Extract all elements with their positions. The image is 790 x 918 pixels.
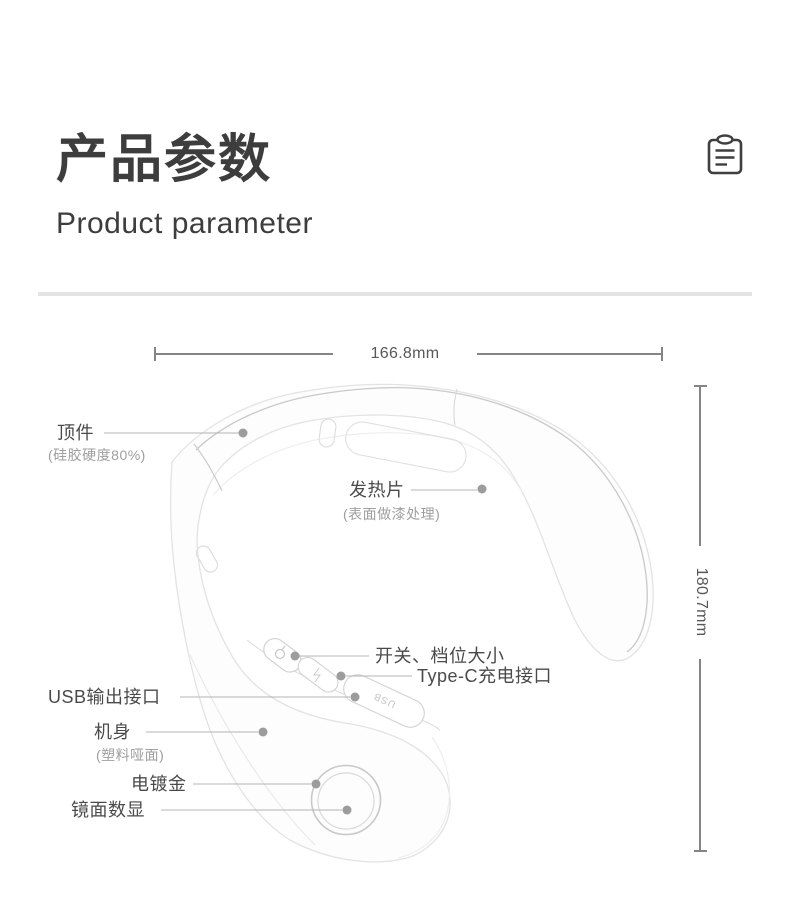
label-type-c: Type-C充电接口 xyxy=(417,666,553,686)
leader-dots xyxy=(238,428,487,815)
label-top-piece-note: (硅胶硬度80%) xyxy=(48,447,146,463)
device-cutout-top xyxy=(318,418,337,448)
display-ring-outer xyxy=(310,764,382,836)
label-body: 机身 xyxy=(94,722,131,742)
device-seam xyxy=(195,387,648,653)
power-button xyxy=(263,637,302,673)
section-divider xyxy=(38,292,752,296)
type-c-port xyxy=(297,656,339,693)
width-dimension-label: 166.8mm xyxy=(370,345,440,362)
width-dimension-line xyxy=(154,347,663,361)
label-switch-gear: 开关、档位大小 xyxy=(375,646,505,666)
charge-icon xyxy=(313,667,321,683)
height-dimension-label: 180.7mm xyxy=(693,567,710,637)
device-inner-contour xyxy=(212,432,523,496)
heating-plate-window xyxy=(345,421,467,473)
label-body-note: (塑料哑面) xyxy=(96,747,165,763)
clipboard-icon xyxy=(707,134,743,175)
power-icon xyxy=(274,648,286,660)
display-ring-inner xyxy=(317,772,375,830)
height-dimension-line xyxy=(694,385,707,852)
device-outline xyxy=(170,383,654,863)
label-top-piece: 顶件 xyxy=(57,423,94,443)
leader-lines xyxy=(104,432,477,811)
label-mirror-display: 镜面数显 xyxy=(71,800,145,820)
device-cutout-left xyxy=(195,545,219,573)
label-heating-plate: 发热片 xyxy=(349,480,405,500)
label-gold-plating: 电镀金 xyxy=(131,774,187,794)
device-blob-inner-edge xyxy=(397,736,451,859)
usb-port: USB xyxy=(343,674,425,728)
label-heating-plate-note: (表面做漆处理) xyxy=(343,506,441,522)
page-title: 产品参数 xyxy=(56,131,273,189)
device-left-end-seam xyxy=(193,443,223,492)
device-left-arm-crease xyxy=(189,654,316,846)
page-subtitle: Product parameter xyxy=(56,207,313,240)
label-usb-output: USB输出接口 xyxy=(48,687,161,707)
device-top-center-seam xyxy=(453,388,458,426)
